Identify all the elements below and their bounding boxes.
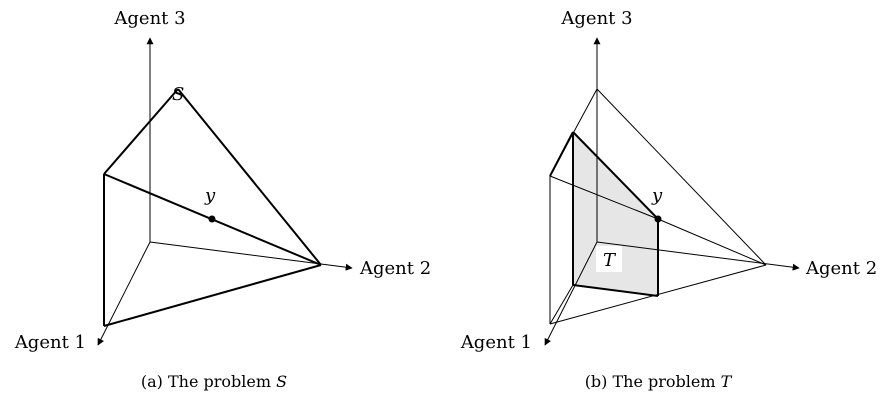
axis-agent-1 — [544, 241, 598, 346]
ridge-continuation — [657, 218, 767, 266]
caption: (a) The problem S — [141, 372, 287, 391]
caption: (b) The problem T — [585, 372, 733, 391]
panel-b: Agent 3 Agent 2 Agent 1 T y (b) The prob… — [460, 8, 877, 391]
edge-top-to-left — [103, 88, 179, 175]
set-label: S — [172, 84, 184, 105]
point-y — [208, 215, 216, 223]
axis-agent-2 — [149, 241, 353, 271]
caption-symbol: S — [276, 372, 287, 391]
caption-symbol: T — [721, 372, 733, 391]
point-y — [654, 215, 662, 223]
outer-edge-ridge — [549, 175, 659, 220]
region-t-ridge — [549, 131, 574, 177]
region-t-bottom-edge — [572, 284, 659, 297]
region-t-label-box — [596, 246, 622, 272]
region-t-top-edge — [572, 131, 659, 220]
edge-bottom — [103, 264, 322, 327]
agent-1-label: Agent 1 — [460, 332, 532, 353]
panel-a: Agent 3 Agent 2 Agent 1 S y (a) The prob… — [14, 8, 431, 391]
caption-prefix: (b) The problem — [585, 372, 721, 391]
outer-edge-top-to-agent2 — [596, 88, 767, 266]
axis-agent-1 — [97, 241, 151, 346]
caption-prefix: (a) The problem — [141, 372, 276, 391]
agent-3-label: Agent 3 — [560, 8, 632, 29]
point-label: y — [651, 185, 663, 206]
set-label: T — [603, 250, 617, 271]
edge-top-to-agent2 — [177, 88, 322, 266]
point-label: y — [204, 185, 216, 206]
agent-1-label: Agent 1 — [14, 332, 86, 353]
agent-2-label: Agent 2 — [805, 258, 877, 279]
agent-3-label: Agent 3 — [113, 8, 185, 29]
agent-2-label: Agent 2 — [359, 258, 431, 279]
region-t-fill — [573, 132, 658, 296]
inner-bottom-edge — [549, 284, 574, 325]
